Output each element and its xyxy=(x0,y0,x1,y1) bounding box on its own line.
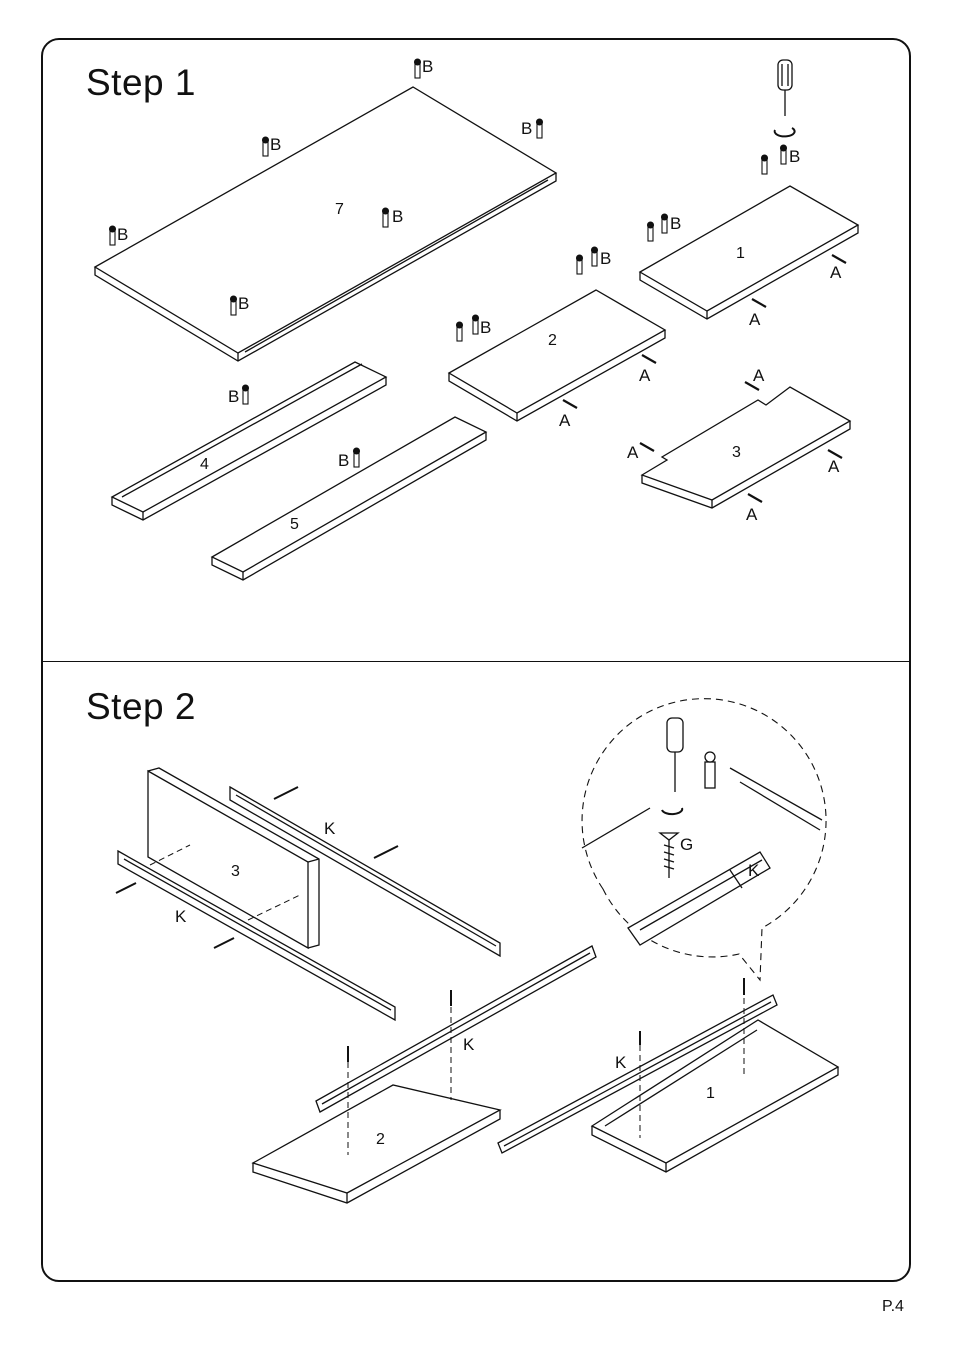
label-b: B xyxy=(392,207,403,226)
screw-icon xyxy=(660,833,678,878)
panel-2-number: 2 xyxy=(548,332,557,349)
label-a: A xyxy=(830,263,842,282)
panel-3: 3 xyxy=(642,387,850,508)
rotate-clockwise-icon xyxy=(662,808,682,814)
label-b: B xyxy=(238,294,249,313)
label-a: A xyxy=(559,411,571,430)
panel-4-number: 4 xyxy=(200,456,209,473)
label-b: B xyxy=(338,451,349,470)
label-b: B xyxy=(228,387,239,406)
label-a: A xyxy=(627,443,639,462)
detail-magnifier xyxy=(582,699,826,980)
panel-2-number: 2 xyxy=(376,1131,385,1148)
label-b: B xyxy=(670,214,681,233)
rotate-clockwise-icon xyxy=(775,128,795,136)
label-a: A xyxy=(639,366,651,385)
panel-1-with-slide: 1 xyxy=(498,995,838,1172)
label-a: A xyxy=(753,366,765,385)
panel-2: 2 xyxy=(449,290,665,421)
panel-3-number: 3 xyxy=(732,444,741,461)
label-k: K xyxy=(175,907,187,926)
label-b: B xyxy=(521,119,532,138)
label-b: B xyxy=(117,225,128,244)
panel-2-with-slide: 2 xyxy=(253,946,596,1203)
label-b: B xyxy=(600,249,611,268)
label-g: G xyxy=(680,835,693,854)
label-k: K xyxy=(615,1053,627,1072)
panel-5-number: 5 xyxy=(290,516,299,533)
label-k: K xyxy=(748,861,760,880)
label-b: B xyxy=(422,57,433,76)
screwdriver-icon xyxy=(667,718,683,792)
panel-1-number: 1 xyxy=(736,245,745,262)
label-a: A xyxy=(828,457,840,476)
label-k: K xyxy=(463,1035,475,1054)
label-a: A xyxy=(746,505,758,524)
label-b: B xyxy=(480,318,491,337)
panel-7-number: 7 xyxy=(335,201,344,218)
label-k: K xyxy=(324,819,336,838)
screw-icon xyxy=(640,978,744,1045)
panel-3-number: 3 xyxy=(231,863,240,880)
panel-1: 1 xyxy=(640,186,858,319)
label-b: B xyxy=(789,147,800,166)
screwdriver-icon xyxy=(778,60,792,116)
label-a: A xyxy=(749,310,761,329)
panel-1-number: 1 xyxy=(706,1085,715,1102)
cam-bolt-icon xyxy=(705,752,715,788)
label-b: B xyxy=(270,135,281,154)
